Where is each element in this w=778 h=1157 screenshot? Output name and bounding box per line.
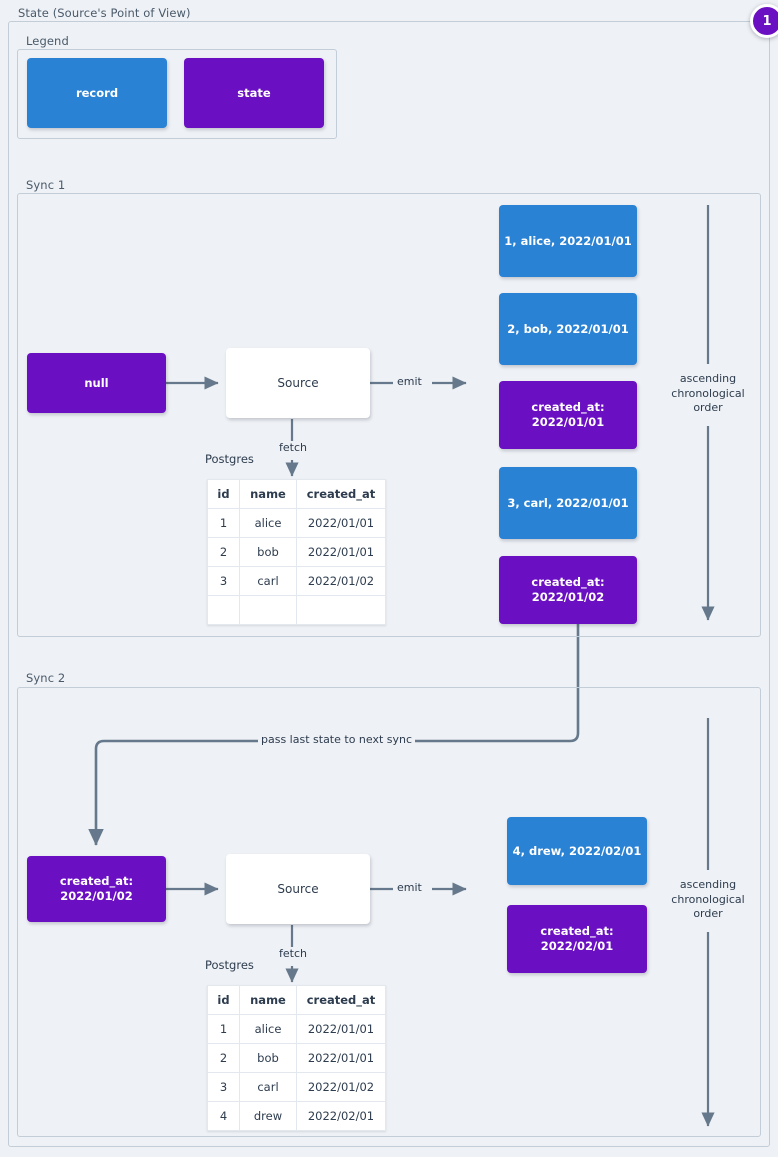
sync2-fetch-label: fetch — [276, 947, 310, 960]
sync2-order-note-line-1: ascending — [679, 878, 737, 891]
sync1-th-id: id — [207, 479, 240, 509]
sync1-emitted-state-2-line1: created_at: — [531, 575, 605, 589]
sync2-source-label: Source — [277, 881, 319, 896]
sync2-source-node: Source — [226, 854, 370, 924]
sync2-cell-name: bob — [239, 1043, 297, 1073]
sync1-source-node: Source — [226, 348, 370, 418]
sync1-cell-name: alice — [239, 508, 297, 538]
sync2-cell-name: alice — [239, 1014, 297, 1044]
sync1-emitted-record-3-label: 3, carl, 2022/01/01 — [507, 495, 629, 510]
sync1-cell-name: carl — [239, 566, 297, 596]
sync2-panel — [17, 687, 761, 1137]
sync1-emitted-state-2-line2: 2022/01/02 — [531, 590, 605, 604]
table-row: 3 carl 2022/01/02 — [207, 1072, 386, 1102]
sync2-th-name: name — [239, 985, 297, 1015]
sync1-postgres-table: id name created_at 1 alice 2022/01/01 2 … — [207, 479, 386, 625]
sync2-cell-id: 4 — [207, 1101, 240, 1131]
sync2-db-caption: Postgres — [205, 958, 254, 972]
sync2-emitted-record-1-label: 4, drew, 2022/02/01 — [512, 843, 642, 858]
sync2-emitted-record-1: 4, drew, 2022/02/01 — [507, 817, 647, 885]
sync2-emit-label: emit — [394, 881, 425, 894]
sync1-emitted-record-1: 1, alice, 2022/01/01 — [499, 205, 637, 277]
sync2-cell-created: 2022/01/02 — [296, 1072, 386, 1102]
sync1-order-note-line-3: order — [693, 401, 723, 414]
sync1-cell-created — [296, 595, 386, 625]
sync2-emitted-state-1-line1: created_at: — [540, 924, 614, 938]
sync1-emitted-state-1-line2: 2022/01/01 — [531, 415, 605, 429]
sync1-source-label: Source — [277, 375, 319, 390]
sync1-emitted-record-1-label: 1, alice, 2022/01/01 — [504, 233, 632, 248]
sync2-cell-name: carl — [239, 1072, 297, 1102]
sync2-input-state: created_at: 2022/01/02 — [27, 856, 166, 922]
sync1-cell-id: 1 — [207, 508, 240, 538]
sync2-table-header-row: id name created_at — [207, 985, 386, 1015]
sync1-emitted-state-1: created_at: 2022/01/01 — [499, 381, 637, 449]
sync1-emitted-state-2: created_at: 2022/01/02 — [499, 556, 637, 624]
legend-swatch-record: record — [27, 58, 167, 128]
table-row — [207, 595, 386, 625]
sync1-input-state: null — [27, 353, 166, 413]
sync1-emitted-record-3: 3, carl, 2022/01/01 — [499, 467, 637, 539]
table-row: 4 drew 2022/02/01 — [207, 1101, 386, 1131]
sync1-emitted-state-1-line1: created_at: — [531, 400, 605, 414]
sync2-emitted-state-1: created_at: 2022/02/01 — [507, 905, 647, 973]
sync1-fetch-label: fetch — [276, 441, 310, 454]
page-title: State (Source's Point of View) — [14, 6, 195, 20]
sync2-cell-created: 2022/01/01 — [296, 1014, 386, 1044]
sync2-input-state-line1: created_at: — [59, 874, 134, 888]
table-row: 2 bob 2022/01/01 — [207, 537, 386, 567]
legend-swatch-state: state — [184, 58, 324, 128]
sync2-cell-created: 2022/01/01 — [296, 1043, 386, 1073]
table-row: 2 bob 2022/01/01 — [207, 1043, 386, 1073]
sync2-cell-id: 3 — [207, 1072, 240, 1102]
sync1-cell-created: 2022/01/01 — [296, 508, 386, 538]
legend-panel — [17, 49, 337, 139]
sync2-cell-id: 2 — [207, 1043, 240, 1073]
sync1-emitted-record-2-label: 2, bob, 2022/01/01 — [507, 321, 629, 336]
sync1-cell-name: bob — [239, 537, 297, 567]
sync1-cell-id: 2 — [207, 537, 240, 567]
sync1-order-note-line-2: chronological — [671, 386, 745, 400]
sync2-th-created: created_at — [296, 985, 386, 1015]
sync1-input-state-label: null — [84, 375, 109, 390]
legend-swatch-record-label: record — [75, 85, 119, 100]
sync1-order-note-line-1: ascending — [679, 372, 737, 385]
sync2-order-note-line-3: order — [693, 907, 723, 920]
sync2-order-note-line-2: chronological — [671, 892, 745, 906]
table-row: 1 alice 2022/01/01 — [207, 508, 386, 538]
sync2-postgres-table: id name created_at 1 alice 2022/01/01 2 … — [207, 985, 386, 1131]
legend-swatch-state-label: state — [237, 85, 271, 100]
sync1-cell-created: 2022/01/01 — [296, 537, 386, 567]
sync2-th-id: id — [207, 985, 240, 1015]
sync1-th-created: created_at — [296, 479, 386, 509]
step-badge[interactable]: 1 — [750, 4, 778, 38]
sync1-emit-label: emit — [394, 375, 425, 388]
pass-state-connector-label: pass last state to next sync — [258, 733, 416, 746]
sync1-cell-id — [207, 595, 240, 625]
table-row: 1 alice 2022/01/01 — [207, 1014, 386, 1044]
sync1-cell-name — [239, 595, 297, 625]
sync1-order-note: ascending chronological order — [666, 371, 750, 417]
sync1-cell-created: 2022/01/02 — [296, 566, 386, 596]
legend-label: Legend — [22, 34, 73, 48]
sync2-order-note: ascending chronological order — [666, 877, 750, 923]
sync2-input-state-line2: 2022/01/02 — [60, 889, 133, 903]
sync1-label: Sync 1 — [22, 178, 70, 192]
sync2-cell-created: 2022/02/01 — [296, 1101, 386, 1131]
sync2-cell-name: drew — [239, 1101, 297, 1131]
sync1-panel — [17, 193, 761, 637]
sync1-db-caption: Postgres — [205, 452, 254, 466]
sync2-label: Sync 2 — [22, 671, 70, 685]
sync1-th-name: name — [239, 479, 297, 509]
table-row: 3 carl 2022/01/02 — [207, 566, 386, 596]
sync1-table-header-row: id name created_at — [207, 479, 386, 509]
sync2-emitted-state-1-line2: 2022/02/01 — [540, 939, 614, 953]
outer-panel — [8, 21, 770, 1147]
sync2-cell-id: 1 — [207, 1014, 240, 1044]
sync1-cell-id: 3 — [207, 566, 240, 596]
sync1-emitted-record-2: 2, bob, 2022/01/01 — [499, 293, 637, 365]
